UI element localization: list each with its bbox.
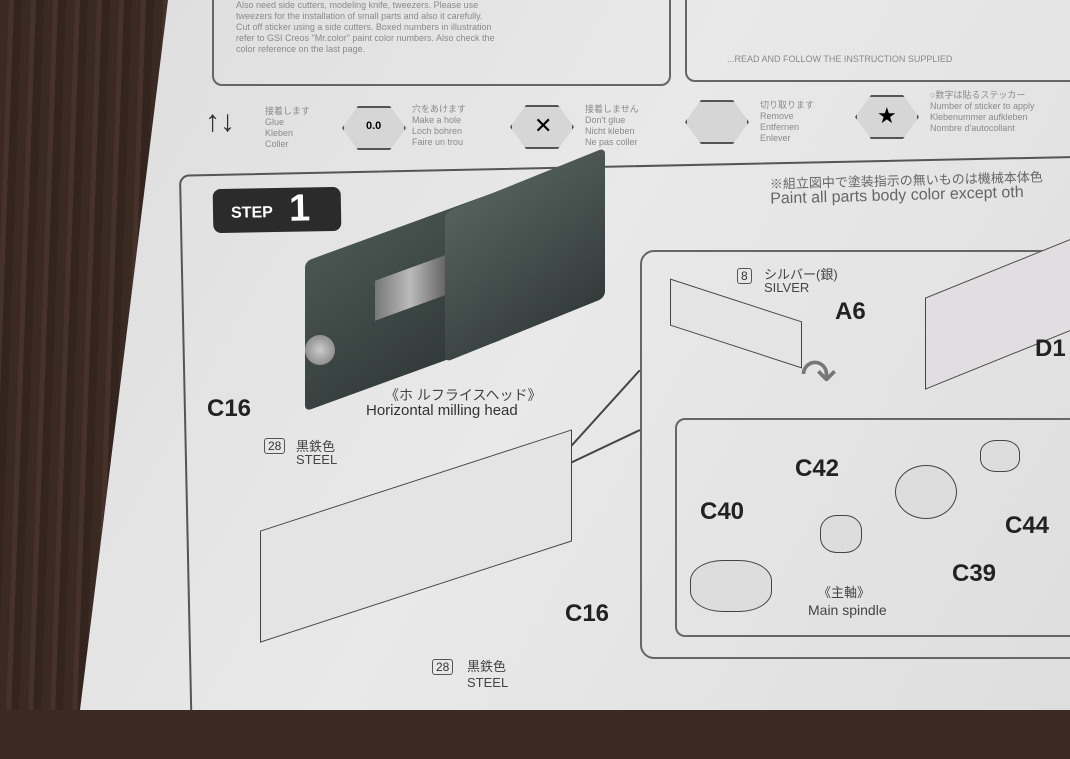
legend-text: Don't glue bbox=[585, 115, 626, 125]
sticker-icon: ★ bbox=[855, 95, 919, 139]
note-line: ...READ AND FOLLOW THE INSTRUCTION SUPPL… bbox=[727, 54, 953, 64]
note-line: refer to GSI Creos "Mr.color" paint colo… bbox=[236, 33, 495, 43]
notes-box-left: Also need side cutters, modeling knife, … bbox=[212, 0, 671, 86]
legend-text: 接着しません bbox=[585, 104, 639, 114]
legend-text: Remove bbox=[760, 111, 794, 121]
paint-number-badge: 28 bbox=[264, 438, 286, 454]
spindle-label-jp: 《主軸》 bbox=[818, 585, 871, 600]
legend-text: Kleben bbox=[265, 128, 294, 138]
legend-text: Nombre d'autocollant bbox=[930, 123, 1015, 133]
notes-box-right: ...READ AND FOLLOW THE INSTRUCTION SUPPL… bbox=[685, 0, 1070, 82]
instruction-sheet: Also need side cutters, modeling knife, … bbox=[80, 0, 1070, 710]
cut-icon bbox=[685, 100, 749, 144]
legend-text: Make a hole bbox=[412, 115, 462, 125]
paint-name-en: STEEL bbox=[467, 675, 509, 690]
paint-number-badge: 28 bbox=[432, 659, 454, 675]
part-label-c16: C16 bbox=[207, 395, 252, 422]
legend-text: Coller bbox=[265, 139, 289, 149]
head-label-en: Horizontal milling head bbox=[366, 402, 518, 419]
spindle-part-c44 bbox=[980, 440, 1020, 472]
legend-text: Klebenummer aufkleben bbox=[930, 112, 1028, 122]
part-label-d1: D1 bbox=[1035, 335, 1066, 362]
detail-bubble bbox=[640, 250, 1070, 659]
legend-text: Enlever bbox=[760, 133, 791, 143]
part-label-c40: C40 bbox=[700, 498, 745, 525]
legend-text: Nicht kleben bbox=[585, 126, 635, 136]
paint-name-jp: 黒鉄色 bbox=[296, 439, 336, 454]
step-badge: STEP 1 bbox=[212, 186, 342, 234]
legend-text: ○数字は貼るステッカー bbox=[930, 90, 1026, 100]
legend-text: Ne pas coller bbox=[585, 137, 638, 147]
legend-text: Loch bohren bbox=[412, 126, 463, 136]
paint-number-badge: 8 bbox=[737, 268, 752, 284]
part-label-c16: C16 bbox=[565, 600, 610, 627]
spindle-label-en: Main spindle bbox=[808, 602, 887, 618]
legend-text: 接着します bbox=[265, 106, 311, 116]
paint-name-jp: 黒鉄色 bbox=[467, 659, 507, 674]
legend-text: 穴をあけます bbox=[412, 104, 467, 114]
note-line: tweezers for the installation of small p… bbox=[236, 11, 483, 21]
rotate-arrow-icon: ↷ bbox=[800, 351, 837, 400]
spindle-drawing bbox=[690, 560, 772, 612]
arrows-up-down-icon: ↑↓ bbox=[205, 105, 235, 138]
step-label: STEP bbox=[230, 204, 273, 222]
note-line: Cut off sticker using a side cutters. Bo… bbox=[236, 22, 492, 32]
note-line: Also need side cutters, modeling knife, … bbox=[236, 0, 479, 10]
step-number: 1 bbox=[288, 187, 311, 230]
paint-name-en: STEEL bbox=[296, 452, 338, 467]
legend-text: Glue bbox=[265, 117, 285, 127]
no-glue-icon: ✕ bbox=[510, 105, 574, 149]
part-label-a6: A6 bbox=[835, 298, 866, 325]
legend-text: Entfernen bbox=[760, 122, 800, 132]
part-label-c42: C42 bbox=[795, 455, 840, 482]
spindle-inset bbox=[675, 418, 1070, 637]
spindle-part-c39 bbox=[895, 465, 957, 519]
legend-text: Number of sticker to apply bbox=[930, 101, 1035, 111]
thickness-icon: 0.0 bbox=[342, 106, 406, 150]
paint-name-en: SILVER bbox=[764, 280, 810, 295]
legend-text: Faire un trou bbox=[412, 137, 464, 147]
part-label-c44: C44 bbox=[1005, 512, 1050, 539]
paint-name-jp: シルバー(銀) bbox=[764, 267, 838, 282]
note-line: color reference on the last page. bbox=[236, 44, 366, 54]
legend-text: 切り取ります bbox=[760, 100, 815, 110]
part-label-c39: C39 bbox=[952, 560, 997, 587]
head-label-jp: 《ホ ルフライスヘッド》 bbox=[385, 387, 542, 403]
icon-value: 0.0 bbox=[366, 120, 382, 132]
spindle-part-c42 bbox=[820, 515, 862, 553]
